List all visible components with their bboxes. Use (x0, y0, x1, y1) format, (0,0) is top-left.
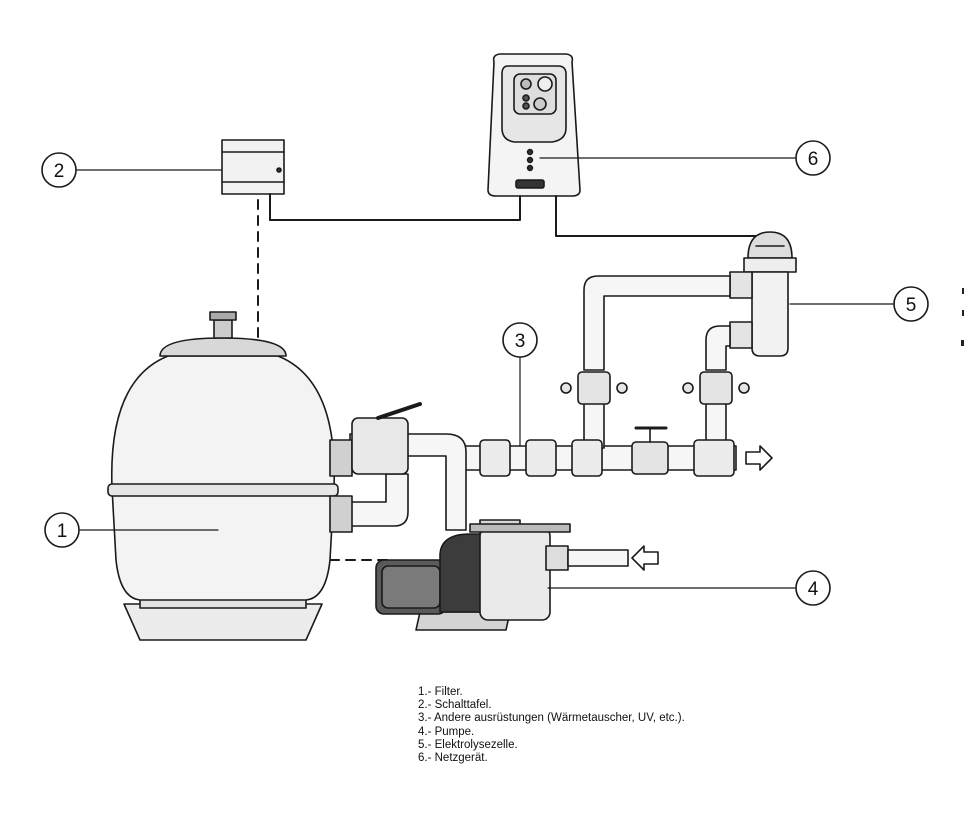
callout-3-number: 3 (515, 331, 526, 352)
outlet-arrow (745, 445, 773, 471)
pump (375, 519, 629, 631)
legend-item-3: 3.- Andere ausrüstungen (Wärmetauscher, … (418, 712, 685, 725)
callout-4-number: 4 (808, 579, 819, 600)
control-panel-box (221, 139, 285, 195)
callout-2-number: 2 (54, 161, 65, 182)
callout-1: 1 (44, 512, 80, 548)
callout-5: 5 (893, 286, 929, 322)
legend-item-1: 1.- Filter. (418, 686, 463, 698)
piping-network (349, 275, 737, 531)
callout-2: 2 (41, 152, 77, 188)
electrolysis-cell (729, 231, 797, 357)
inlet-arrow (631, 545, 659, 571)
callout-1-number: 1 (57, 521, 68, 542)
legend-item-4: 4.- Pumpe. (418, 725, 475, 738)
legend-item-5: 5.- Elektrolysezelle. (418, 738, 518, 751)
leader-lines (75, 157, 895, 589)
legend: 1.- Filter. 2.- Schalttafel. 3.- Andere … (418, 686, 685, 765)
callout-5-number: 5 (906, 295, 917, 316)
legend-item-2: 2.- Schalttafel. (418, 699, 492, 712)
callout-6: 6 (795, 140, 831, 176)
legend-item-6: 6.- Netzgerät. (418, 752, 488, 765)
callout-4: 4 (795, 570, 831, 606)
callout-6-number: 6 (808, 149, 819, 170)
sand-filter (107, 311, 422, 641)
valves (560, 371, 750, 475)
equipment-fittings (479, 439, 735, 477)
edge-marks (961, 288, 964, 346)
callout-3: 3 (502, 322, 538, 358)
power-supply-unit (487, 53, 581, 197)
